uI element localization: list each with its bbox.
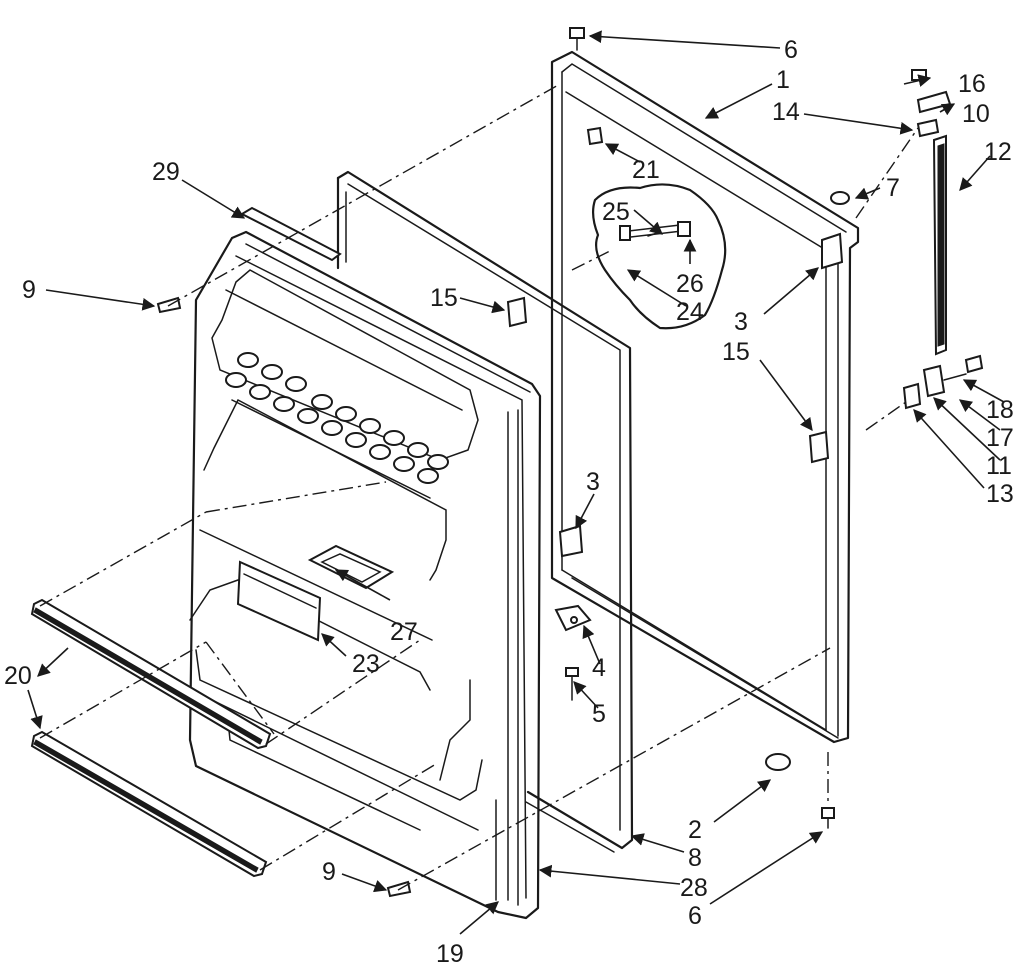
label-4: 4: [592, 654, 606, 682]
label-24: 24: [676, 298, 704, 326]
label-15-right: 15: [722, 338, 750, 366]
label-9-top: 9: [22, 276, 36, 304]
leader-lines: [27, 30, 1005, 935]
label-10: 10: [962, 100, 990, 128]
label-8: 8: [688, 844, 702, 872]
door-shelves: [30, 598, 272, 878]
hardware-parts: [156, 27, 984, 898]
label-6-top: 6: [784, 36, 798, 64]
inner-door-liner: [188, 230, 542, 920]
label-3-lower: 3: [586, 468, 600, 496]
label-15-left: 15: [430, 284, 458, 312]
outer-door-panel: [550, 50, 860, 744]
label-3-right: 3: [734, 308, 748, 336]
label-9-bottom: 9: [322, 858, 336, 886]
callout-labels: 6 1 16 14 10 12 21 7 29 25 26 9 15 24 3 …: [4, 36, 1014, 968]
label-19: 19: [436, 940, 464, 968]
door-gasket-frame: [336, 170, 634, 853]
label-25: 25: [602, 198, 630, 226]
egg-cups: [225, 352, 449, 484]
label-20: 20: [4, 662, 32, 690]
label-13: 13: [986, 480, 1014, 508]
label-29: 29: [152, 158, 180, 186]
label-14: 14: [772, 98, 800, 126]
cutaway-detail: [591, 183, 727, 330]
label-12: 12: [984, 138, 1012, 166]
label-5: 5: [592, 700, 606, 728]
label-1: 1: [776, 66, 790, 94]
handle-trim-12: [932, 134, 947, 356]
label-11: 11: [986, 452, 1012, 480]
label-7: 7: [886, 174, 900, 202]
alignment-lines: [39, 83, 919, 891]
label-21: 21: [632, 156, 660, 184]
label-6-bottom: 6: [688, 902, 702, 930]
label-16: 16: [958, 70, 986, 98]
label-26: 26: [676, 270, 704, 298]
label-27: 27: [390, 618, 418, 646]
label-28: 28: [680, 874, 708, 902]
label-2: 2: [688, 816, 702, 844]
label-23: 23: [352, 650, 380, 678]
label-18: 18: [986, 396, 1014, 424]
label-17: 17: [986, 424, 1014, 452]
